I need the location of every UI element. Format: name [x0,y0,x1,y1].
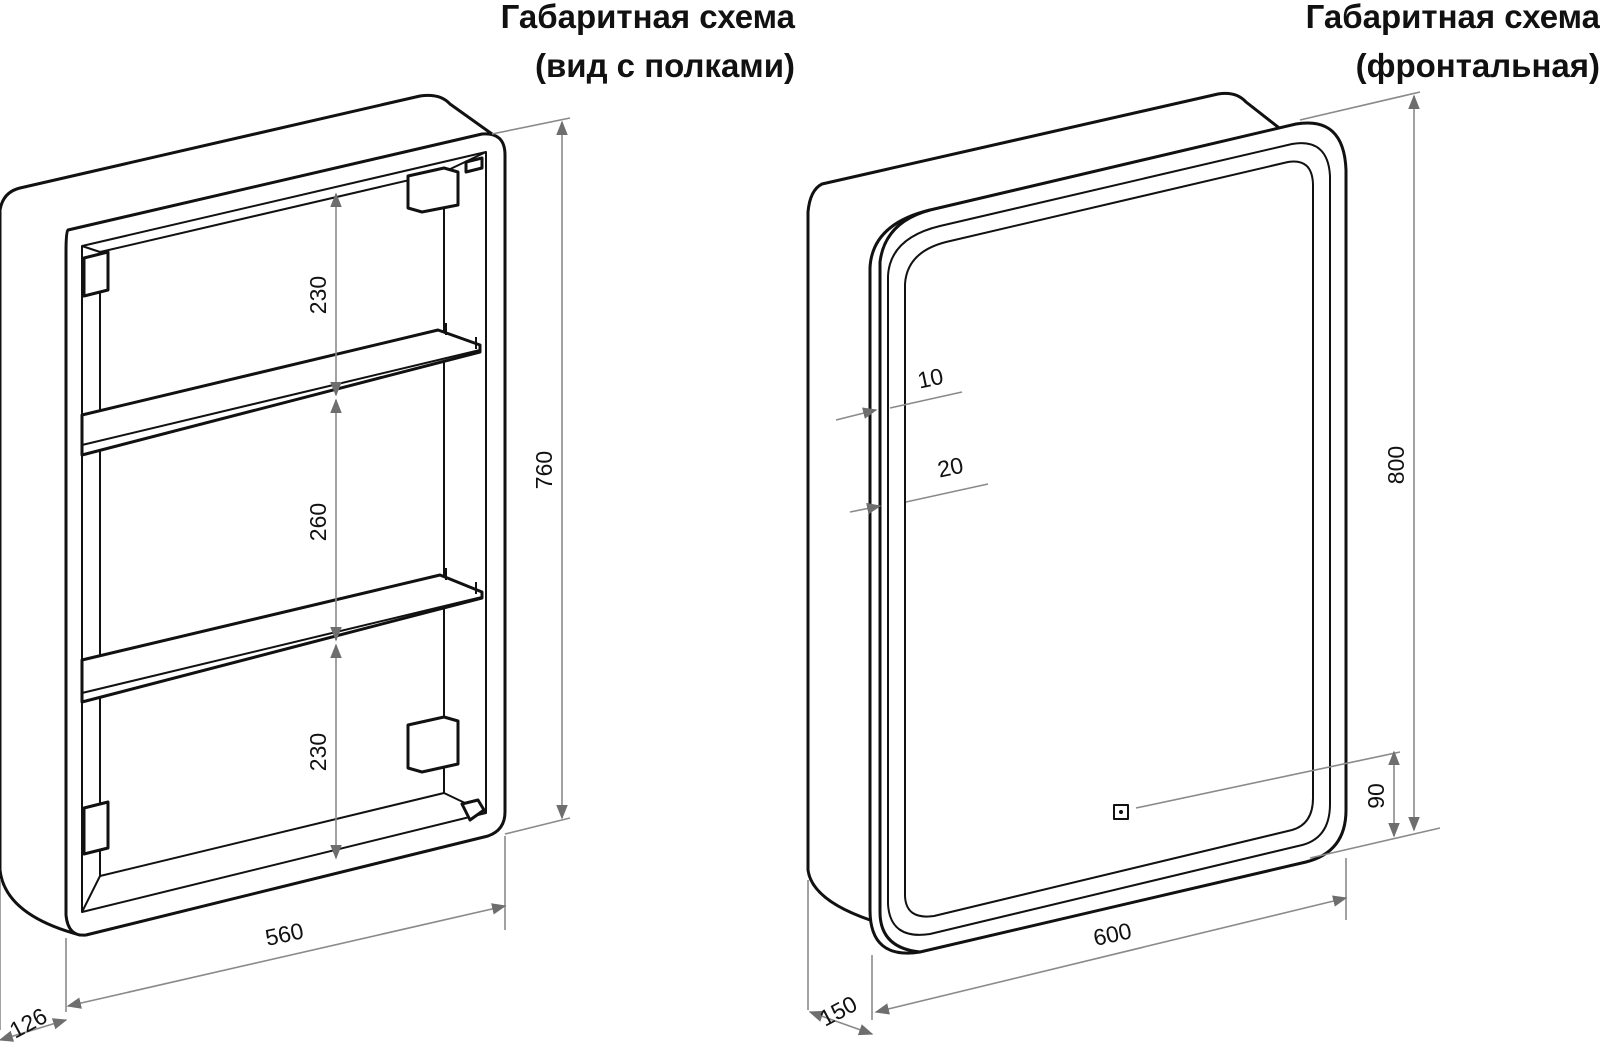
dim-line-edge-inner-left [835,407,878,421]
dim-line-edge-inner-right [889,391,963,409]
hinge-top [464,156,484,174]
ext-line-switch [1135,751,1401,809]
cabinet-with-shelves-drawing: Габаритная схема (вид с полками) 230 260 [0,0,796,1043]
cabinet-front-frame [64,132,507,937]
ext-line-front-height-top [1299,91,1421,121]
shelf-upper [80,328,482,457]
dim-label-front-width: 600 [1091,917,1134,950]
dim-line-front-depth [808,1010,874,1036]
bracket-bottom-left [82,800,110,856]
dim-label-shelf-middle: 260 [305,503,331,541]
dim-label-front-depth: 150 [815,990,861,1031]
dim-line-depth [0,1018,68,1042]
bracket-top-right [406,166,460,214]
left-title-line2: (вид с полками) [535,47,795,84]
shelf-upper-pegs [445,323,477,349]
shelf-lower-pegs [445,568,477,594]
dim-line-edge-outer-left [849,502,882,515]
right-title-line2: (фронтальная) [1356,47,1600,84]
hinge-block [460,798,486,822]
dim-label-front-height: 800 [1383,446,1409,484]
mirror-door-outer [868,121,1348,955]
left-title-line1: Габаритная схема [501,0,796,35]
dim-line-edge-outer-right [905,483,989,503]
led-strip-inner [904,160,1314,918]
touch-switch-icon [1113,804,1129,820]
touch-switch-dot [1119,810,1123,814]
ext-line-height-bottom [504,817,571,835]
shelf-upper-edge [81,349,481,446]
dim-line-front-width [874,895,1348,1015]
dim-label-width: 560 [263,917,306,950]
dim-label-switch-height: 90 [1363,783,1389,809]
shelf-lower-edge [81,596,483,694]
bracket-top-left [82,250,110,298]
dim-label-edge-outer: 20 [935,452,965,483]
dim-label-shelf-top: 230 [305,276,331,314]
ext-line-front-height-bottom [1309,827,1441,859]
dim-label-height: 760 [531,451,557,489]
dim-line-width [66,903,507,1009]
shelf-lower [80,573,484,704]
cabinet-front-drawing: Габаритная схема (фронтальная) 10 20 800… [806,0,1600,1036]
ext-line-height-top [491,117,571,135]
right-title-line1: Габаритная схема [1306,0,1600,35]
bracket-bottom-right [406,715,460,774]
dim-label-depth: 126 [5,1002,51,1043]
dim-label-edge-inner: 10 [915,363,945,394]
dim-label-shelf-bottom: 230 [305,733,331,771]
